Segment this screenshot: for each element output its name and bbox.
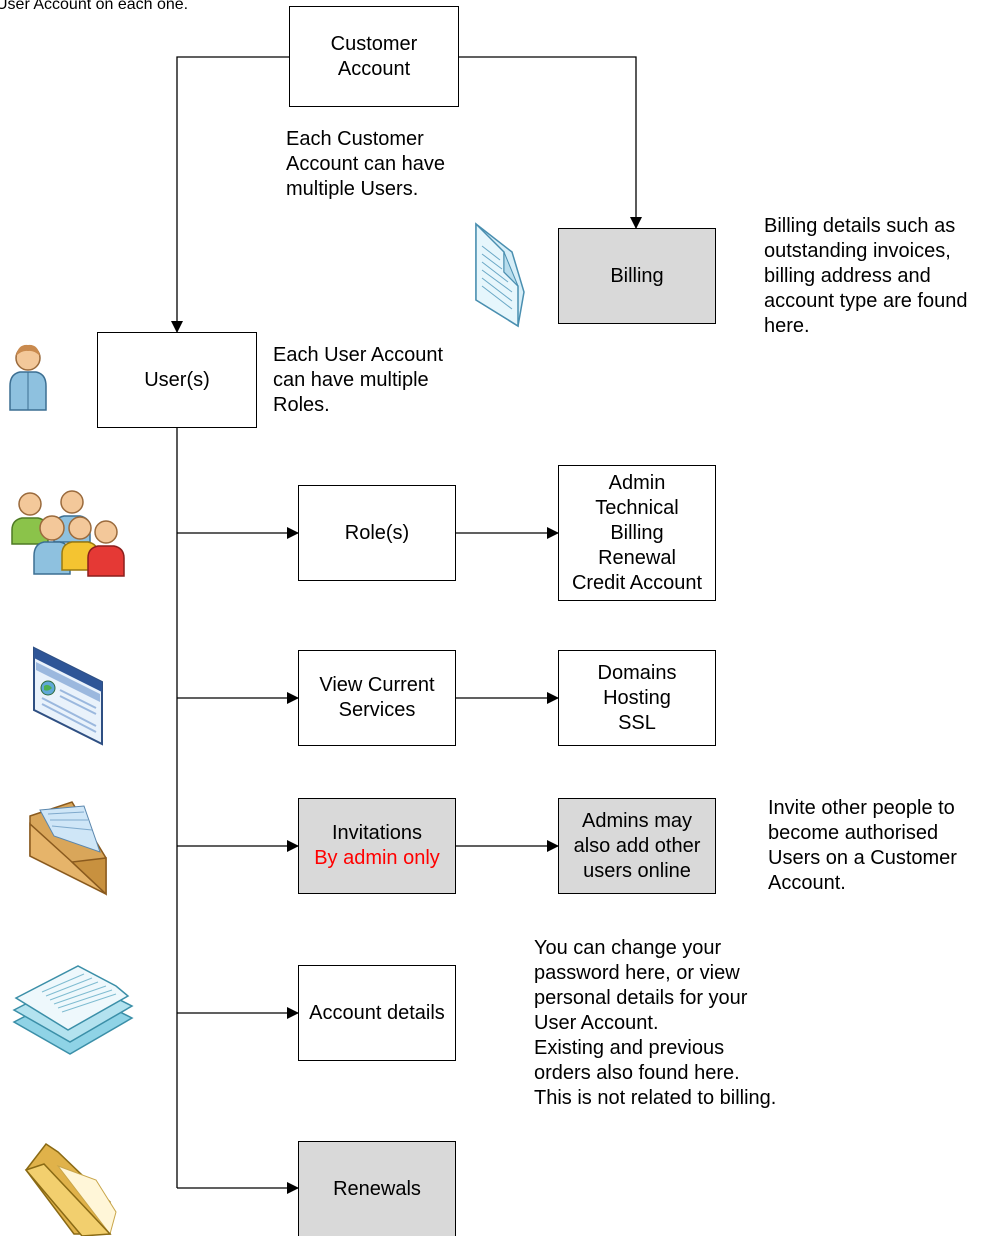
customer-account-label-1: Customer [330,32,418,55]
customer-account-note: Each Customer Account can have multiple … [286,127,445,202]
user-icon [9,344,47,411]
note-line: here. [764,315,810,337]
billing-note: Billing details such as outstanding invo… [764,214,967,339]
note-line: multiple Users. [286,178,419,200]
note-line: outstanding invoices, [764,240,951,262]
services-list-box: Domains Hosting SSL [558,650,716,746]
users-label: User(s) [144,368,210,391]
roles-label: Role(s) [344,521,410,544]
note-line: personal details for your [534,987,748,1009]
account-details-label: Account details [309,1001,445,1024]
stacked-documents-icon [12,965,134,1055]
web-page-icon [33,646,103,746]
note-line: Users on a Customer [768,847,957,869]
note-line: Each Customer [286,128,424,150]
detail-line: also add other [573,834,701,857]
note-line: account type are found [764,290,968,312]
invitations-detail-box: Admins may also add other users online [558,798,716,894]
document-icon [475,222,525,328]
note-line: User Account. [534,1012,659,1034]
roles-box: Role(s) [298,485,456,581]
note-line: Invite other people to [768,797,955,819]
note-line: Account can have [286,153,445,175]
services-label: Services [338,699,416,721]
top-note: User Account on each one. [0,0,189,13]
note-line: You can change your [534,937,722,959]
note-line: Roles. [273,394,330,416]
detail-line: users online [583,859,691,882]
roles-list-box: Admin Technical Billing Renewal Credit A… [558,465,716,601]
detail-line: Admins may [581,809,693,832]
account-details-box: Account details [298,965,456,1061]
note-line: become authorised [768,822,939,844]
billing-label: Billing [610,264,664,287]
service-item: SSL [618,711,656,734]
customer-account-label-2: Account [337,57,411,80]
admin-only-label: By admin only [314,847,440,869]
role-item: Technical [595,496,679,519]
customer-account-box: Customer Account [289,6,459,107]
user-group-icon [11,490,125,577]
note-line: Billing details such as [764,215,956,237]
invitations-label: Invitations [331,822,423,844]
role-item: Credit Account [571,571,703,594]
role-item: Renewal [598,546,676,569]
users-box: User(s) [97,332,257,428]
renewals-box: Renewals [298,1141,456,1236]
note-line: This is not related to billing. [534,1087,777,1109]
invitations-note: Invite other people to become authorised… [768,796,957,896]
note-line: billing address and [764,265,931,287]
service-item: Hosting [603,686,671,709]
view-services-box: View Current Services [298,650,456,746]
note-line: Each User Account [273,344,444,366]
note-line: password here, or view [534,962,740,984]
service-item: Domains [597,661,677,684]
folder-icon [24,1142,117,1236]
account-note: You can change your password here, or vi… [534,936,776,1111]
envelope-icon [29,801,107,896]
note-line: can have multiple [273,369,429,391]
note-line: Account. [768,872,846,894]
users-note: Each User Account can have multiple Role… [273,343,443,418]
note-line: Existing and previous [534,1037,725,1059]
note-line: orders also found here. [534,1062,740,1084]
role-item: Admin [608,471,666,494]
role-item: Billing [610,521,664,544]
billing-box: Billing [558,228,716,324]
services-label: View Current [319,674,435,696]
invitations-box: Invitations By admin only [298,798,456,894]
renewals-label: Renewals [333,1177,421,1200]
